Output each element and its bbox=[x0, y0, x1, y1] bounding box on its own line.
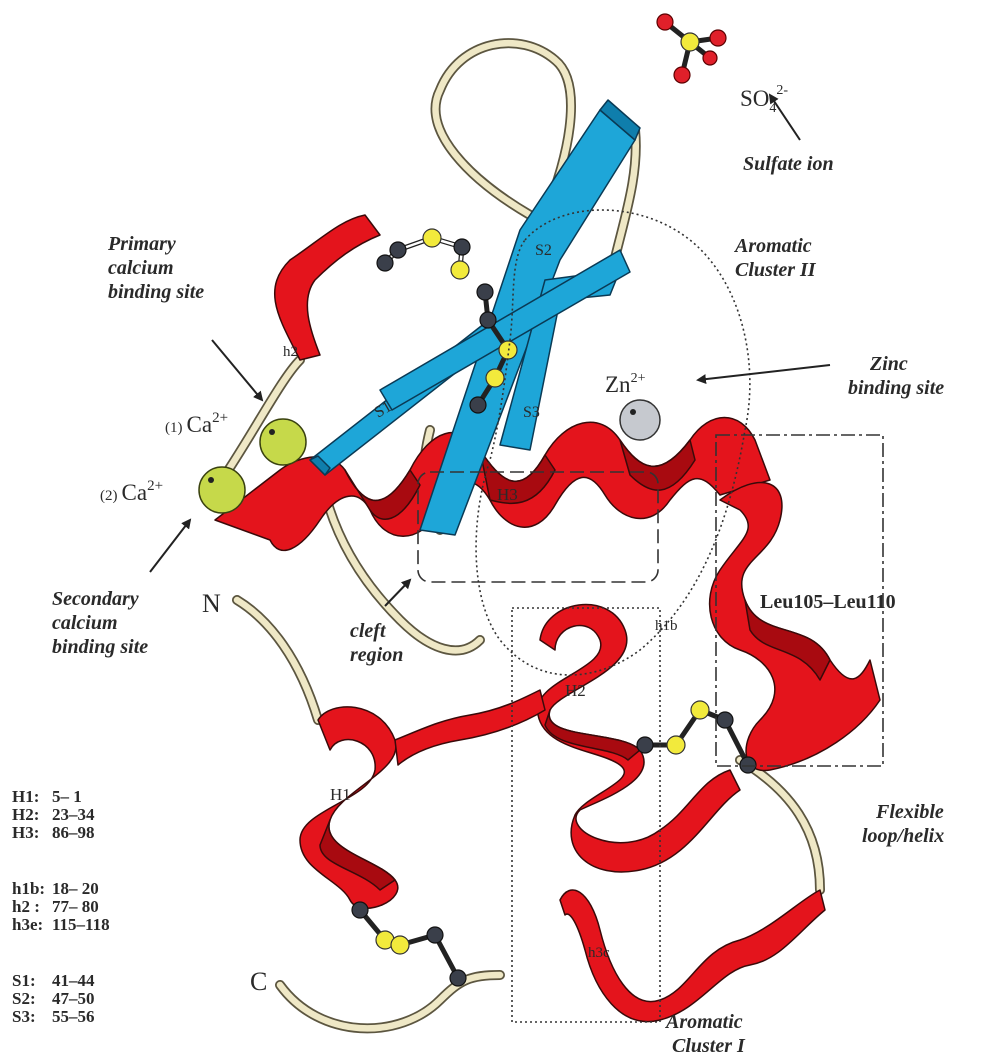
calcium-2-label: (2)Ca2+ bbox=[100, 478, 163, 505]
legend-range: 18– 20 bbox=[52, 879, 99, 898]
helix-leu-region bbox=[710, 483, 880, 771]
zinc-label: Zn2+ bbox=[605, 371, 646, 397]
legend-key: h2 : bbox=[12, 897, 40, 916]
legend-range: 115–118 bbox=[52, 915, 110, 934]
c-terminus-label: C bbox=[250, 967, 267, 996]
leu105-leu110-label: Leu105–Leu110 bbox=[760, 591, 896, 613]
h1b-label: h1b bbox=[655, 618, 678, 634]
secondary-calcium-annotation: Secondary calcium binding site bbox=[52, 588, 148, 658]
calcium-1-label: (1)Ca2+ bbox=[165, 410, 228, 437]
calcium-ion-2 bbox=[199, 467, 245, 513]
legend-range: 86–98 bbox=[52, 823, 95, 842]
legend-key: H1: bbox=[12, 787, 39, 806]
secondary-site-arrow bbox=[150, 520, 190, 572]
disulfide-bottom bbox=[352, 902, 466, 986]
h3c-label: h3c bbox=[588, 945, 610, 961]
legend-range: 77– 80 bbox=[52, 897, 99, 916]
calcium-ion-1 bbox=[260, 419, 306, 465]
legend-range: 55–56 bbox=[52, 1007, 95, 1026]
legend-row: h2 : 77– 80 bbox=[12, 897, 99, 916]
sulfate-annotation: Sulfate ion bbox=[743, 153, 834, 175]
flexible-loop-annotation: Flexible loop/helix bbox=[862, 801, 949, 847]
zinc-site-arrow bbox=[698, 365, 830, 380]
helix-h2 bbox=[537, 605, 740, 872]
aromatic-cluster-1-annotation: Aromatic Cluster I bbox=[664, 1011, 748, 1056]
aromatic-cluster-2-annotation: Aromatic Cluster II bbox=[733, 235, 817, 281]
legend-row: H1: 5– 1 bbox=[12, 787, 82, 806]
legend-key: S2: bbox=[12, 989, 36, 1008]
legend-range: 41–44 bbox=[52, 971, 95, 990]
primary-site-arrow bbox=[212, 340, 262, 400]
h1-label: H1 bbox=[330, 785, 351, 804]
legend-range: 5– 1 bbox=[52, 787, 82, 806]
helix-h2-small bbox=[275, 215, 380, 360]
s3-label: S3 bbox=[523, 404, 540, 421]
legend-row: H2: 23–34 bbox=[12, 805, 95, 824]
h2-label: H2 bbox=[565, 681, 586, 700]
sulfate-ion-molecule bbox=[657, 14, 726, 83]
disulfide-top bbox=[377, 229, 470, 279]
legend-key: H2: bbox=[12, 805, 39, 824]
legend-key: h1b: bbox=[12, 879, 45, 898]
n-terminus-label: N bbox=[202, 589, 221, 618]
legend-row: h3e: 115–118 bbox=[12, 915, 110, 934]
zinc-ion bbox=[620, 400, 660, 440]
zinc-site-annotation: Zinc binding site bbox=[848, 353, 944, 399]
cleft-arrow bbox=[385, 580, 410, 606]
cleft-region-annotation: cleft region bbox=[350, 620, 403, 666]
h2-small-label: h2 bbox=[283, 344, 298, 360]
legend-key: H3: bbox=[12, 823, 39, 842]
legend-row: h1b: 18– 20 bbox=[12, 879, 99, 898]
legend-row: S3: 55–56 bbox=[12, 1007, 95, 1026]
legend-key: S1: bbox=[12, 971, 36, 990]
h3-label: H3 bbox=[497, 485, 518, 504]
legend-range: 47–50 bbox=[52, 989, 95, 1008]
legend-row: H3: 86–98 bbox=[12, 823, 95, 842]
legend-range: 23–34 bbox=[52, 805, 95, 824]
s2-label: S2 bbox=[535, 242, 552, 259]
legend-row: S2: 47–50 bbox=[12, 989, 95, 1008]
legend-key: S3: bbox=[12, 1007, 36, 1026]
primary-calcium-annotation: Primary calcium binding site bbox=[107, 233, 204, 303]
legend-key: h3e: bbox=[12, 915, 43, 934]
legend-row: S1: 41–44 bbox=[12, 971, 95, 990]
